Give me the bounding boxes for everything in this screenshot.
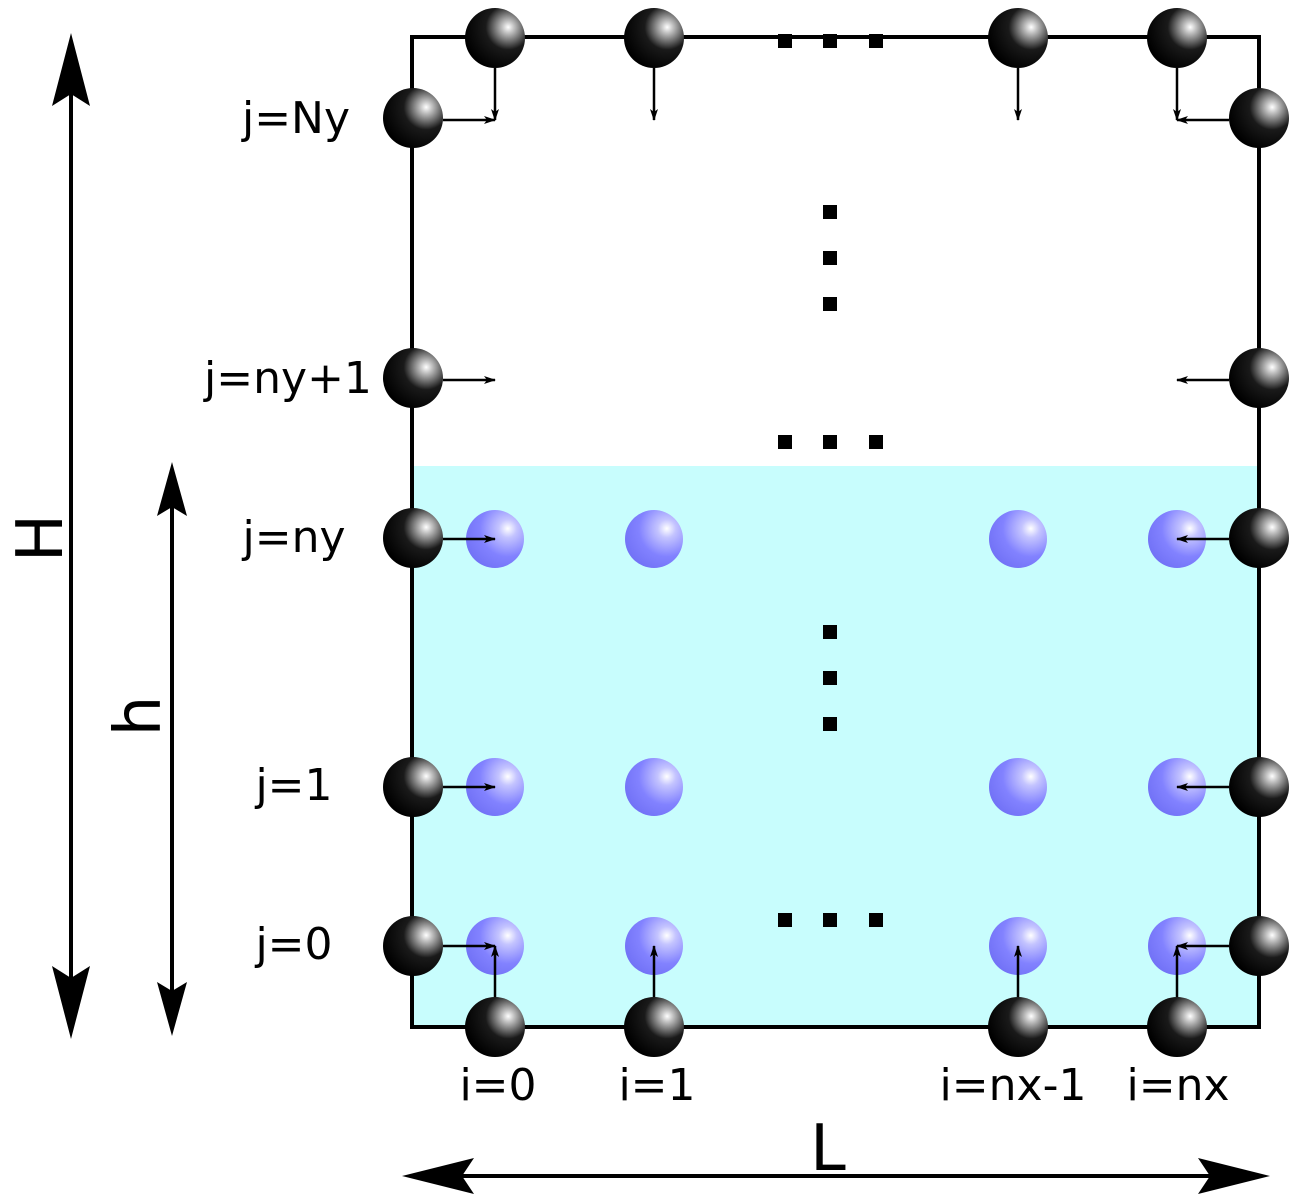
fluid-region [412,466,1259,1027]
ellipsis-upper-vertical [823,205,837,311]
row-label-surface: j=ny [241,512,345,563]
height-label: H [4,514,78,562]
length-dimension-arrow [402,1158,1270,1194]
wall-node [1229,916,1289,976]
wall-node [383,757,443,817]
wall-node [1147,8,1207,68]
wall-node [1229,757,1289,817]
wall-node [383,916,443,976]
row-label-bottom: j=0 [254,919,332,970]
ellipsis-bottom-row [778,913,883,927]
column-label-last: i=nx [1126,1060,1229,1111]
column-label-second-last: i=nx-1 [940,1060,1087,1111]
boundary-arrows [443,68,1229,997]
wall-node [624,997,684,1057]
wall-node [988,8,1048,68]
wall-node [1229,508,1289,568]
column-label-first: i=0 [459,1060,536,1111]
wall-node [624,8,684,68]
column-label-second: i=1 [618,1060,695,1111]
ellipsis-lower-vertical [823,625,837,731]
wall-node [1147,997,1207,1057]
height-dimension-arrow [52,33,90,1039]
wall-node [465,8,525,68]
fluid-node [989,510,1047,568]
row-label-second: j=1 [254,760,332,811]
fluid-height-dimension-arrow [157,462,187,1036]
wall-node [383,508,443,568]
wall-node [1229,88,1289,148]
fluid-node [625,510,683,568]
ellipsis-mid-row [778,435,883,449]
fluid-height-label: h [102,696,176,737]
wall-node [383,348,443,408]
fluid-node [989,758,1047,816]
wall-node [1229,348,1289,408]
wall-node [988,997,1048,1057]
row-label-top: j=Ny [241,93,350,144]
wall-nodes [383,8,1289,1057]
length-label: L [810,1112,846,1186]
fluid-node [625,758,683,816]
wall-node [383,88,443,148]
ellipsis-top-row [778,34,883,48]
row-label-first-gas: j=ny+1 [203,353,372,404]
wall-node [465,997,525,1057]
